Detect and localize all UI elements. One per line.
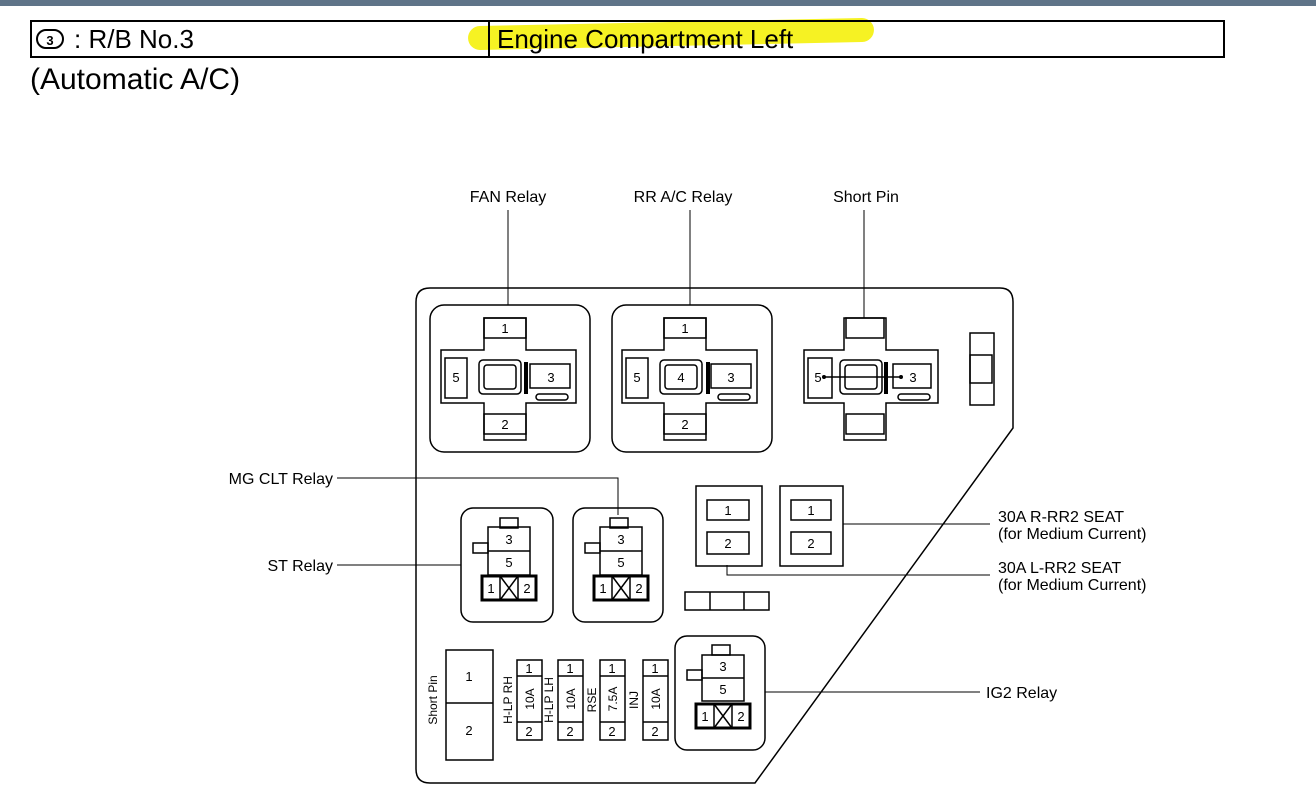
pin-label: 3	[505, 532, 512, 547]
pin-label: 5	[452, 370, 459, 385]
pin-label: 1	[566, 661, 573, 676]
fan-relay-socket	[440, 317, 577, 441]
pin-label: 2	[635, 581, 642, 596]
pin-label: 1	[701, 709, 708, 724]
spare-fuse-slot	[684, 591, 770, 611]
pin-label: 2	[807, 536, 814, 551]
pin-label: 1	[501, 321, 508, 336]
pin-label: 1	[724, 503, 731, 518]
pin-label: 5	[505, 555, 512, 570]
l-rr2-seat-leader	[726, 565, 990, 576]
pin-label: 1	[599, 581, 606, 596]
block-outline	[415, 287, 1014, 784]
l-rr2-seat-slot	[695, 485, 763, 567]
pin-label: 3	[909, 370, 916, 385]
ig2-relay-housing	[674, 635, 766, 751]
pin-label: 4	[677, 370, 684, 385]
l-rr2-seat-note: (for Medium Current)	[998, 577, 1146, 594]
fuse-name-label: H-LP LH	[542, 677, 556, 723]
fuse-rating-label: 10A	[649, 688, 663, 709]
pin-label: 1	[487, 581, 494, 596]
pin-label: 2	[465, 723, 472, 738]
r-rr2-seat-slot	[779, 485, 844, 567]
short-pin-block	[445, 649, 494, 761]
rr-ac-relay-socket	[621, 317, 758, 441]
pin-label: 1	[608, 661, 615, 676]
pin-label: 2	[501, 417, 508, 432]
st-relay-label: ST Relay	[267, 558, 333, 575]
l-rr2-seat-label: 30A L-RR2 SEAT	[998, 560, 1122, 577]
rr-ac-relay-housing	[611, 304, 773, 453]
pin-label: 5	[633, 370, 640, 385]
fuse-rating-label: 7.5A	[606, 687, 620, 712]
fan-relay-housing	[429, 304, 591, 453]
short-pin-top-label: Short Pin	[833, 189, 899, 206]
pin-label: 5	[814, 370, 821, 385]
pin-label: 5	[617, 555, 624, 570]
header-box	[30, 20, 1225, 58]
mg-clt-relay-label: MG CLT Relay	[229, 471, 333, 488]
header-divider	[488, 22, 490, 56]
fan-relay-label: FAN Relay	[470, 189, 546, 206]
pin-label: 3	[727, 370, 734, 385]
pin-label: 2	[525, 724, 532, 739]
top-border	[0, 0, 1316, 6]
short-pin-socket	[803, 317, 939, 441]
pin-label: 2	[608, 724, 615, 739]
pin-label: 2	[737, 709, 744, 724]
connector-symbol: 3	[36, 29, 64, 49]
rr-ac-relay-label: RR A/C Relay	[634, 189, 733, 206]
mg-clt-relay-leader	[337, 477, 619, 515]
block-name: : R/B No.3	[74, 24, 194, 54]
pin-label: 3	[617, 532, 624, 547]
pin-label: 1	[525, 661, 532, 676]
pin-label: 2	[724, 536, 731, 551]
side-tab	[969, 332, 995, 406]
pin-label: 2	[681, 417, 688, 432]
pin-label: 1	[807, 503, 814, 518]
fuse-name-label: INJ	[627, 691, 641, 709]
fuse-rating-label: 10A	[523, 688, 537, 709]
fuse-name-label: RSE	[585, 688, 599, 713]
short-pin-bottom-label: Short Pin	[426, 675, 440, 724]
block-title: 3 : R/B No.3	[36, 24, 194, 54]
pin-label: 2	[651, 724, 658, 739]
pin-label: 5	[719, 682, 726, 697]
fuse-name-label: H-LP RH	[501, 676, 515, 724]
pin-label: 1	[651, 661, 658, 676]
pin-label: 2	[566, 724, 573, 739]
location-title: Engine Compartment Left	[497, 24, 794, 54]
r-rr2-seat-label: 30A R-RR2 SEAT	[998, 509, 1124, 526]
ig2-relay-label: IG2 Relay	[986, 685, 1057, 702]
r-rr2-seat-note: (for Medium Current)	[998, 526, 1146, 543]
pin-label: 1	[681, 321, 688, 336]
pin-label: 3	[547, 370, 554, 385]
pin-label: 1	[465, 669, 472, 684]
fuse-rating-label: 10A	[564, 688, 578, 709]
pin-label: 2	[523, 581, 530, 596]
subtitle: (Automatic A/C)	[30, 63, 241, 96]
pin-label: 3	[719, 659, 726, 674]
